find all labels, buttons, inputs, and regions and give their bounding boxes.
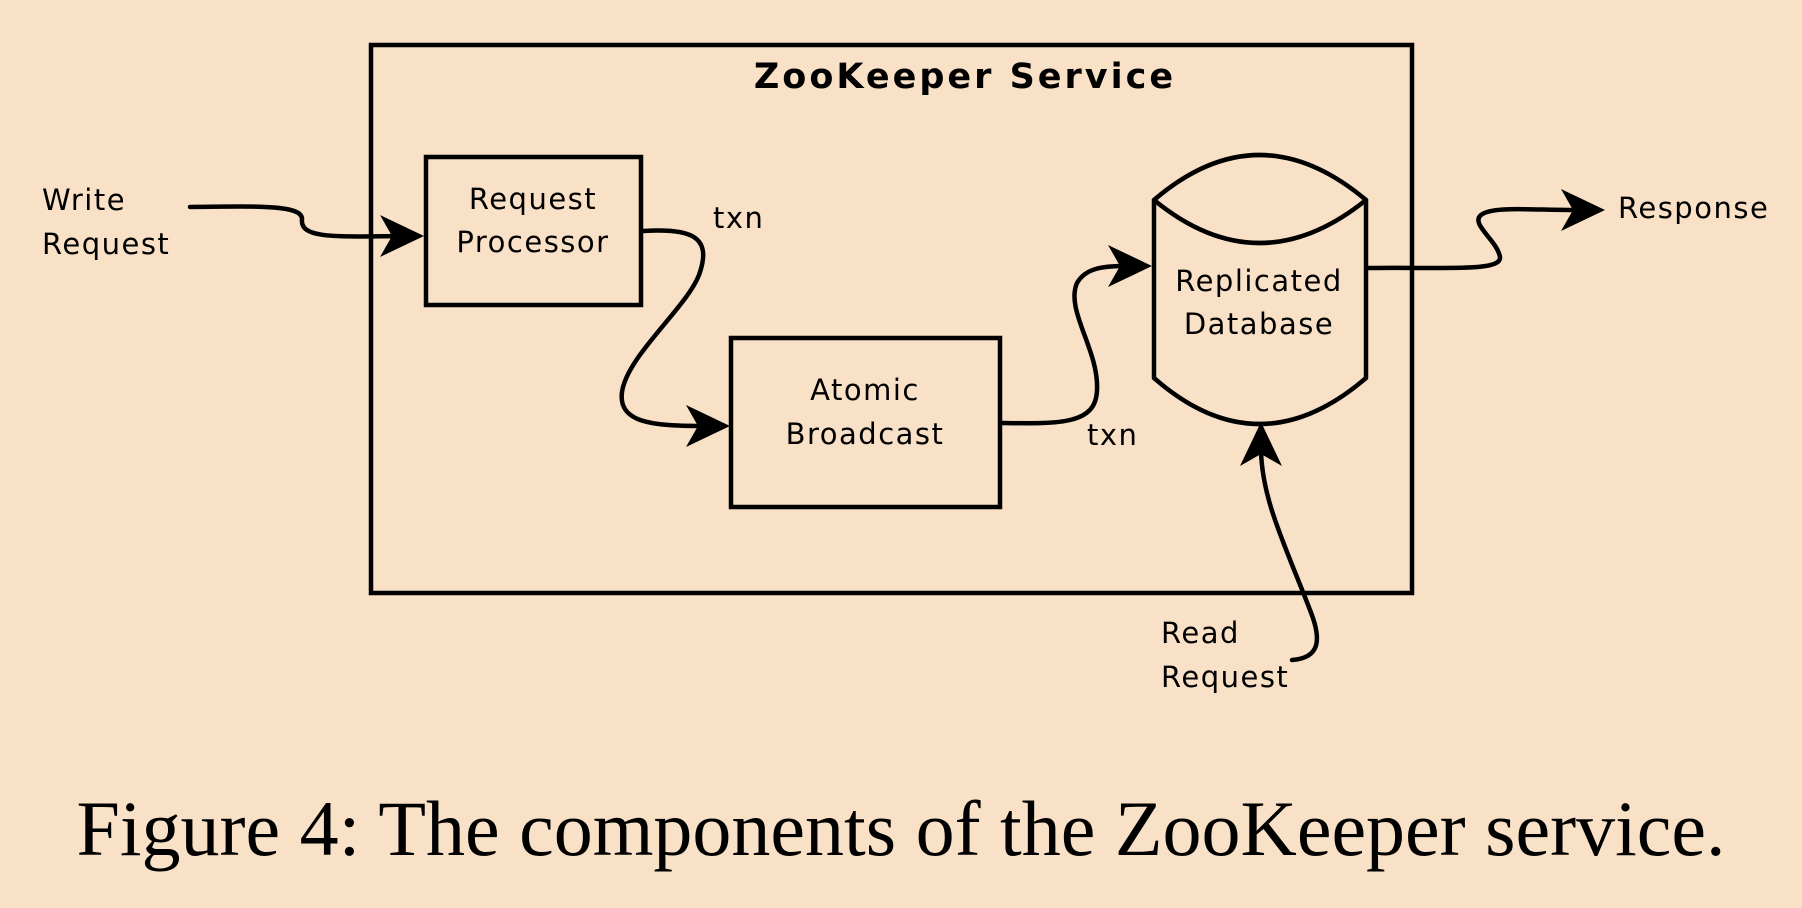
write-request-label: Write	[42, 183, 126, 217]
write-request-arrow	[187, 204, 401, 239]
request-processor-label: Request	[469, 182, 597, 216]
read-request-label: Read	[1161, 616, 1240, 650]
replicated-database-label: Replicated	[1175, 264, 1343, 298]
figure-caption: Figure 4: The components of the ZooKeepe…	[76, 785, 1726, 872]
read-request-arrow	[1258, 447, 1320, 663]
processor-to-broadcast-arrow	[619, 228, 706, 429]
write-request-label: Request	[42, 227, 170, 261]
txn-label-processor-broadcast: txn	[713, 201, 764, 235]
zookeeper-service-container	[368, 42, 1415, 596]
broadcast-to-database-arrowhead	[1108, 245, 1152, 287]
request-processor-label: Processor	[456, 225, 609, 259]
response-label: Response	[1618, 191, 1769, 225]
processor-to-broadcast-arrowhead	[686, 405, 730, 447]
read-request-label: Request	[1161, 660, 1289, 694]
read-request-arrowhead	[1240, 422, 1282, 466]
broadcast-to-database-arrow	[999, 263, 1129, 426]
txn-label-broadcast-database: txn	[1087, 418, 1138, 452]
write-request-arrowhead	[380, 215, 424, 257]
replicated-database-shape	[1151, 152, 1369, 427]
database-to-response-arrow	[1365, 206, 1578, 271]
database-to-response-arrowhead	[1561, 189, 1605, 231]
replicated-database-top-curve	[1151, 197, 1369, 246]
replicated-database-label: Database	[1184, 307, 1334, 341]
atomic-broadcast-label: Atomic	[810, 373, 920, 407]
atomic-broadcast-label: Broadcast	[786, 417, 945, 451]
service-title: ZooKeeper Service	[754, 57, 1176, 97]
